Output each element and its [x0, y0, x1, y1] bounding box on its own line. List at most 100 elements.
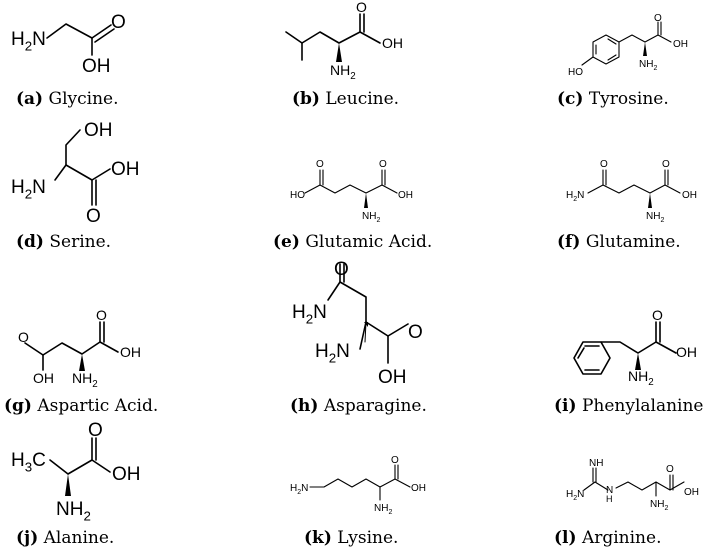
atom-side-chain-oh: OH — [33, 370, 54, 386]
caption-serine: (d) Serine. — [16, 232, 111, 252]
atom-hydroxyl: OH — [673, 39, 688, 50]
atom-amine: NH2 — [646, 211, 664, 224]
atom-amine: H2N — [11, 177, 46, 202]
caption-lysine: (k) Lysine. — [304, 528, 398, 548]
atom-hydroxyl: OH — [112, 464, 141, 485]
atom-hydroxyl: OH — [411, 483, 426, 494]
atom-guanidino-n: N — [606, 485, 613, 496]
caption-name: Aspartic Acid. — [37, 396, 159, 416]
atom-hydroxyl: OH — [398, 190, 413, 201]
atom-amine: H2N — [11, 29, 46, 54]
caption-name: Leucine. — [325, 89, 400, 109]
caption-asparagine: (h) Asparagine. — [290, 396, 427, 416]
atom-amine: NH2 — [56, 499, 91, 524]
atom-side-chain-oh: HO — [290, 190, 305, 201]
atom-side-chain-oh: OH — [84, 120, 113, 141]
atom-methyl: H3C — [11, 450, 46, 475]
caption-name: Glutamic Acid. — [305, 232, 433, 252]
caption-label: (d) — [16, 232, 44, 252]
atom-amine: NH2 — [72, 370, 98, 390]
atom-hydroxyl: OH — [682, 190, 697, 201]
atom-carbonyl-o: O — [408, 322, 423, 343]
caption-arginine: (l) Arginine. — [554, 528, 661, 548]
atom-carbonyl-o: O — [111, 12, 126, 33]
atom-amine: NH2 — [374, 503, 392, 516]
caption-name: Serine. — [49, 232, 112, 252]
atom-carbonyl-o: O — [356, 0, 367, 15]
atom-carbonyl-o: O — [86, 206, 101, 227]
atom-carbonyl-o: O — [662, 159, 670, 170]
atom-amide-n: H2N — [292, 302, 327, 327]
atom-hydroxyl: OH — [378, 367, 407, 388]
atom-amine: H2N — [315, 341, 350, 366]
caption-glutamic-acid: (e) Glutamic Acid. — [273, 232, 432, 252]
caption-glutamine: (f) Glutamine. — [557, 232, 681, 252]
atom-amine: NH2 — [650, 499, 668, 512]
atom-guanidino-h: H — [606, 494, 613, 504]
atom-side-chain-o: O — [316, 159, 324, 170]
caption-label: (e) — [273, 232, 300, 252]
caption-label: (k) — [304, 528, 332, 548]
caption-phenylalanine: (i) Phenylalanine. — [554, 396, 704, 416]
caption-label: (a) — [16, 89, 44, 109]
caption-name: Asparagine. — [323, 396, 427, 416]
caption-label: (c) — [557, 89, 584, 109]
atom-hydroxyl: OH — [676, 344, 697, 360]
caption-name: Glutamine. — [585, 232, 681, 252]
atom-hydroxyl: OH — [82, 56, 111, 77]
atom-carbonyl-o: O — [654, 13, 662, 24]
atom-carbonyl-o: O — [379, 159, 387, 170]
atom-carbonyl-o: O — [96, 307, 107, 323]
atom-amine: NH2 — [639, 59, 657, 72]
atom-hydroxyl: OH — [382, 35, 403, 51]
caption-alanine: (j) Alanine. — [16, 528, 114, 548]
atom-amide-o: O — [334, 259, 349, 280]
atom-hydroxyl: OH — [120, 344, 141, 360]
caption-label: (i) — [554, 396, 577, 416]
caption-name: Arginine. — [581, 528, 662, 548]
atom-amine: NH2 — [362, 211, 380, 224]
atom-hydroxyl: OH — [111, 159, 140, 180]
atom-guanidino-amine: H2N — [566, 489, 584, 502]
atom-imine: NH — [589, 458, 603, 469]
atom-amide-o: O — [600, 159, 608, 170]
caption-label: (g) — [4, 396, 32, 416]
atom-side-chain-o: O — [18, 329, 29, 345]
caption-label: (j) — [16, 528, 39, 548]
caption-name: Alanine. — [43, 528, 115, 548]
caption-leucine: (b) Leucine. — [292, 89, 399, 109]
atom-amine: NH2 — [330, 62, 356, 82]
caption-name: Phenylalanine. — [581, 396, 704, 416]
caption-aspartic-acid: (g) Aspartic Acid. — [4, 396, 158, 416]
atom-phenol-oh: HO — [568, 67, 583, 78]
caption-label: (b) — [292, 89, 320, 109]
caption-label: (l) — [554, 528, 577, 548]
atom-amine: NH2 — [628, 368, 654, 388]
caption-label: (h) — [290, 396, 319, 416]
caption-tyrosine: (c) Tyrosine. — [557, 89, 669, 109]
atom-carbonyl-o: O — [666, 464, 674, 475]
atom-carbonyl-o: O — [88, 420, 103, 441]
atom-carbonyl-o: O — [391, 455, 399, 466]
atom-carbonyl-o: O — [652, 307, 663, 323]
caption-name: Glycine. — [48, 89, 119, 109]
atom-hydroxyl: OH — [684, 487, 699, 498]
atom-side-chain-amine: H2N — [290, 483, 308, 496]
caption-name: Lysine. — [337, 528, 399, 548]
caption-label: (f) — [557, 232, 581, 252]
atom-amide-n: H2N — [566, 190, 584, 203]
caption-glycine: (a) Glycine. — [16, 89, 119, 109]
